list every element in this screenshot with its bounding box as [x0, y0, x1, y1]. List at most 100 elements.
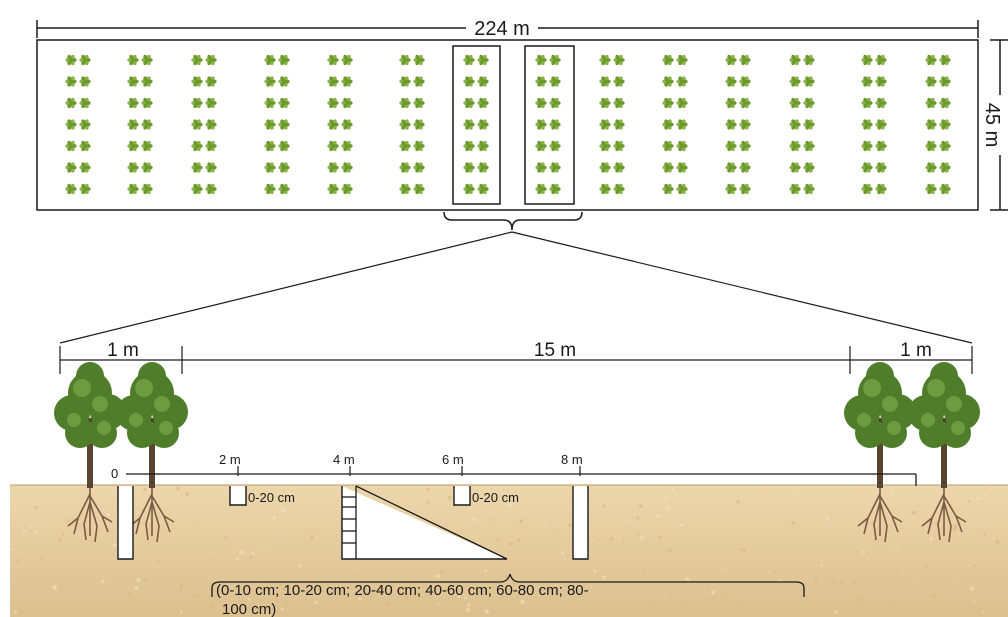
- plant-icon: [939, 140, 951, 152]
- plant-icon: [399, 162, 411, 173]
- plant-icon: [278, 119, 290, 130]
- plant-icon: [925, 97, 937, 109]
- plant-icon: [613, 97, 625, 109]
- plant-icon: [739, 97, 751, 109]
- plant-icon: [676, 183, 688, 195]
- plant-icon: [278, 76, 290, 87]
- plant-icon: [662, 97, 674, 109]
- plant-icon: [535, 97, 547, 109]
- plot-width-label: 45 m: [981, 103, 1003, 147]
- plant-icon: [191, 97, 203, 109]
- plant-icon: [413, 76, 425, 87]
- plant-icon: [141, 97, 153, 109]
- plant-icon: [803, 97, 815, 109]
- plant-icon: [399, 119, 411, 130]
- plant-icon: [477, 183, 489, 195]
- transect: 0 2 m 4 m 6 m 8 m: [111, 452, 917, 486]
- plant-icon: [399, 140, 411, 152]
- plant-icon: [413, 119, 425, 130]
- plant-icon: [341, 162, 353, 173]
- plant-icon: [789, 183, 801, 195]
- plant-icon: [599, 162, 611, 173]
- plant-icon: [191, 183, 203, 195]
- plant-icon: [341, 119, 353, 130]
- plant-icon: [925, 140, 937, 152]
- plant-icon: [191, 76, 203, 87]
- plant-icon: [327, 54, 339, 66]
- plant-icon: [205, 54, 217, 66]
- plant-icon: [789, 54, 801, 66]
- plant-icon: [725, 76, 737, 87]
- plant-icon: [399, 76, 411, 87]
- plant-icon: [141, 183, 153, 195]
- plant-icon: [264, 183, 276, 195]
- plant-icon: [327, 119, 339, 130]
- field-plot: 224 m 45 m: [36, 14, 1008, 231]
- plant-icon: [939, 162, 951, 173]
- plant-icon: [413, 54, 425, 66]
- plant-icon: [413, 97, 425, 109]
- plant-icon: [676, 54, 688, 66]
- plant-icon: [861, 119, 873, 130]
- plant-icon: [127, 54, 139, 66]
- plant-icon: [861, 162, 873, 173]
- deep-pit-8m: [572, 486, 589, 560]
- plant-icon: [65, 54, 77, 66]
- plant-icon: [535, 162, 547, 173]
- plant-icon: [613, 162, 625, 173]
- plant-icon: [535, 119, 547, 130]
- plant-icon: [127, 183, 139, 195]
- plant-icon: [327, 76, 339, 87]
- distance-label: 4 m: [333, 452, 355, 467]
- plant-icon: [861, 54, 873, 66]
- plant-icon: [191, 119, 203, 130]
- plant-icon: [79, 76, 91, 87]
- plant-icon: [463, 183, 475, 195]
- plant-icon: [65, 97, 77, 109]
- plant-icon: [535, 140, 547, 152]
- plant-icon: [79, 54, 91, 66]
- plant-icon: [739, 162, 751, 173]
- plant-icon: [327, 97, 339, 109]
- plant-icon: [413, 140, 425, 152]
- plant-icon: [79, 97, 91, 109]
- plant-icon: [789, 140, 801, 152]
- plant-icon: [739, 54, 751, 66]
- plant-icon: [141, 119, 153, 130]
- plant-icon: [278, 54, 290, 66]
- plant-icon: [803, 183, 815, 195]
- plant-icon: [875, 76, 887, 87]
- plant-icon: [803, 76, 815, 87]
- plant-icon: [676, 162, 688, 173]
- plant-icon: [861, 183, 873, 195]
- plant-icon: [875, 183, 887, 195]
- plant-icon: [861, 97, 873, 109]
- plant-icon: [413, 183, 425, 195]
- plant-icon: [264, 54, 276, 66]
- plant-icon: [739, 140, 751, 152]
- soil-texture: [10, 486, 1000, 615]
- plant-icon: [205, 183, 217, 195]
- plant-icon: [65, 162, 77, 173]
- distance-label: 8 m: [561, 452, 583, 467]
- plant-icon: [789, 119, 801, 130]
- plant-icon: [875, 119, 887, 130]
- plant-icon: [725, 162, 737, 173]
- plant-icon: [676, 119, 688, 130]
- deep-pit-0m: [117, 486, 134, 560]
- plant-icon: [341, 54, 353, 66]
- plant-icon: [725, 183, 737, 195]
- plant-icon: [789, 76, 801, 87]
- plant-icon: [278, 140, 290, 152]
- plant-icon: [477, 162, 489, 173]
- plant-icon: [925, 183, 937, 195]
- plant-icon: [676, 97, 688, 109]
- plant-icon: [463, 97, 475, 109]
- plant-icon: [861, 140, 873, 152]
- plant-icon: [925, 76, 937, 87]
- plant-icon: [549, 162, 561, 173]
- plot-length-label: 224 m: [474, 18, 530, 40]
- plant-icon: [79, 119, 91, 130]
- plant-icon: [141, 140, 153, 152]
